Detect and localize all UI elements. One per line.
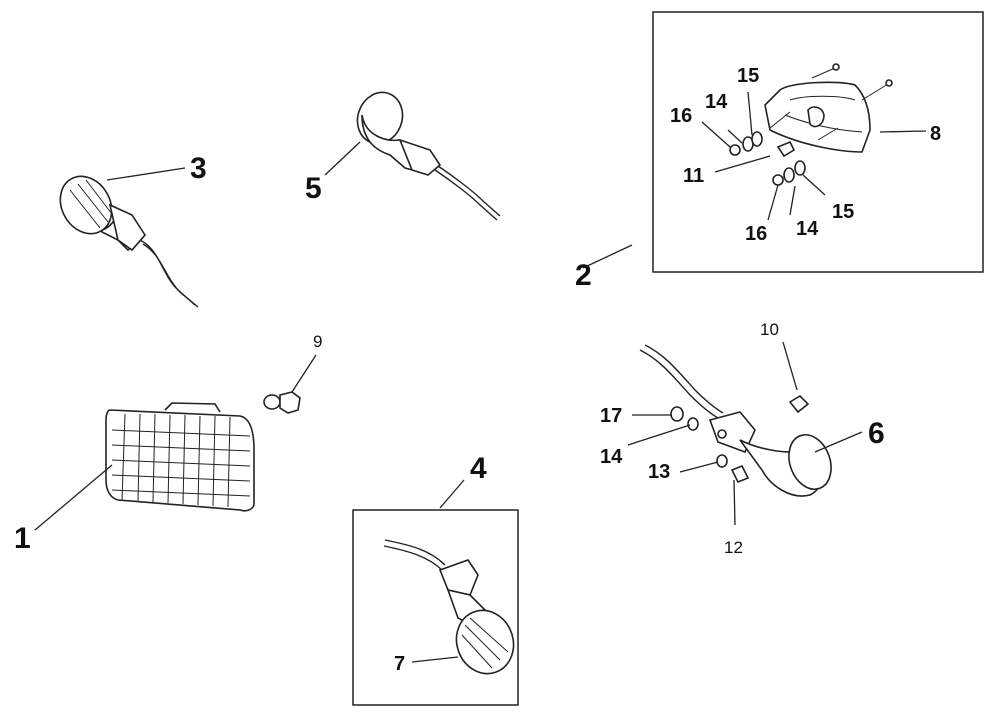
label-14-bottom: 14	[796, 218, 819, 240]
label-10: 10	[760, 320, 779, 339]
label-14-left: 14	[600, 446, 623, 468]
rear-light-assembly-box	[652, 11, 984, 273]
label-8: 8	[930, 123, 941, 145]
label-15-bottom: 15	[832, 201, 854, 223]
label-11: 11	[683, 165, 704, 187]
turn-signal-part-5	[356, 91, 501, 221]
label-12: 12	[724, 538, 743, 557]
rear-hardware	[729, 131, 806, 186]
label-2: 2	[575, 259, 592, 292]
label-4: 4	[470, 452, 487, 485]
turn-signal-assembly-box	[352, 509, 519, 706]
turn-signal-part-7	[383, 539, 515, 675]
label-15-top: 15	[737, 65, 759, 87]
label-17: 17	[600, 405, 622, 427]
label-16-bottom: 16	[745, 223, 767, 245]
turn-signal-part-6	[639, 344, 832, 497]
rear-light-part-8	[764, 63, 893, 153]
label-1: 1	[14, 522, 31, 555]
label-7: 7	[394, 653, 405, 675]
turn-signal-part-3	[59, 175, 199, 308]
label-6: 6	[868, 417, 885, 450]
label-13: 13	[648, 461, 670, 483]
label-3: 3	[190, 152, 207, 185]
bulb-part-9	[263, 391, 301, 414]
label-14-top: 14	[705, 91, 728, 113]
label-9: 9	[313, 332, 322, 351]
leader-lines	[34, 91, 927, 663]
label-16-top: 16	[670, 105, 692, 127]
front-lamp-part-1	[105, 402, 255, 512]
label-5: 5	[305, 172, 322, 205]
